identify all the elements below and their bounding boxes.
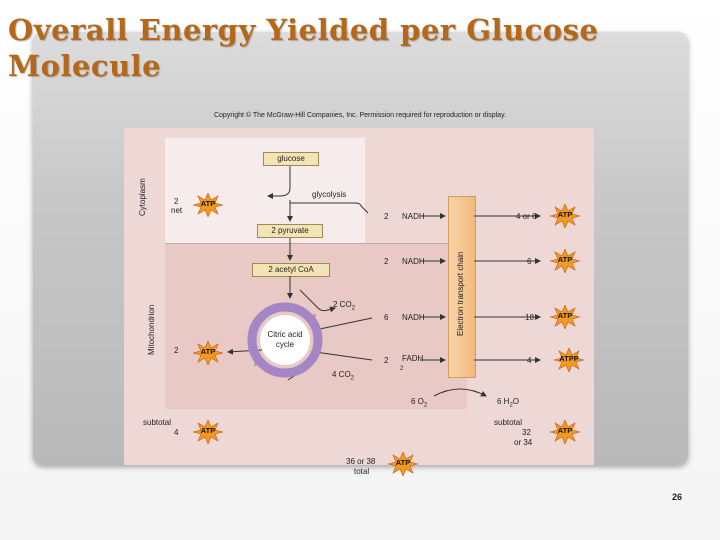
slide-title: Overall Energy Yielded per Glucose Molec… [8, 13, 599, 83]
glycolysis-net-word: net [171, 206, 183, 215]
carrier-count-1: 2 [384, 212, 389, 221]
subtotal-right-label: subtotal [494, 418, 523, 427]
carrier-count-2: 2 [384, 257, 389, 266]
glucose-box: glucose [263, 152, 319, 166]
carrier-count-3: 6 [384, 313, 389, 322]
pyruvate-box: 2 pyruvate [257, 224, 323, 238]
acetyl-coa-box: 2 acetyl CoA [252, 263, 330, 277]
subtotal-left-label: subtotal [143, 418, 172, 427]
oxygen-label: 6 O2 [411, 397, 428, 409]
subtotal-right-value: 32 [522, 428, 531, 437]
carrier-yield-1: 4 or 6 [516, 212, 537, 221]
carrier-yield-2: 6 [527, 257, 532, 266]
atp-burst-total: ATP [388, 452, 418, 476]
electron-transport-bar [448, 196, 476, 378]
page-number: 26 [672, 492, 683, 502]
total-label: total [354, 467, 370, 476]
atp-burst-row-3: ATP [550, 305, 580, 329]
atp-burst-subtotal-right: ATP [550, 420, 580, 444]
citric-acid-cycle: Citric acid cycle [246, 300, 324, 380]
carrier-name-4: FADH [402, 354, 424, 363]
atp-burst-row-1: ATP [550, 204, 580, 228]
atp-burst-row-2: ATP [550, 249, 580, 273]
water-label: 6 H2O [497, 397, 520, 409]
copyright-notice: Copyright © The McGraw-Hill Companies, I… [213, 112, 506, 119]
atp-burst-subtotal-left: ATP [193, 420, 223, 444]
carrier-name-2: NADH [402, 257, 425, 266]
atp-burst-cycle: ATP [193, 341, 223, 365]
cycle-atp-count: 2 [174, 346, 179, 355]
atp-burst-glycolysis: ATP [193, 193, 223, 217]
total-value: 36 or 38 [346, 457, 376, 466]
atp-burst-row-4: ATPP [552, 348, 586, 372]
subtotal-right-alt: or 34 [514, 438, 533, 447]
carrier-count-4: 2 [384, 356, 389, 365]
carrier-name-4-subscript: 2 [400, 366, 404, 372]
membrane-divider [165, 243, 467, 244]
carrier-name-3: NADH [402, 313, 425, 322]
subtotal-left-value: 4 [174, 428, 179, 437]
citric-acid-cycle-label: Citric acid cycle [267, 330, 303, 349]
carrier-yield-4: 4 [527, 356, 532, 365]
carrier-yield-3: 18 [525, 313, 534, 322]
co2-top-label: 2 CO2 [333, 300, 356, 312]
glycolysis-net-count: 2 [174, 197, 179, 206]
glycolysis-label: glycolysis [312, 190, 347, 199]
carrier-name-1: NADH [402, 212, 425, 221]
co2-bottom-label: 4 CO2 [332, 370, 355, 382]
atp-label: ATP [200, 199, 216, 208]
